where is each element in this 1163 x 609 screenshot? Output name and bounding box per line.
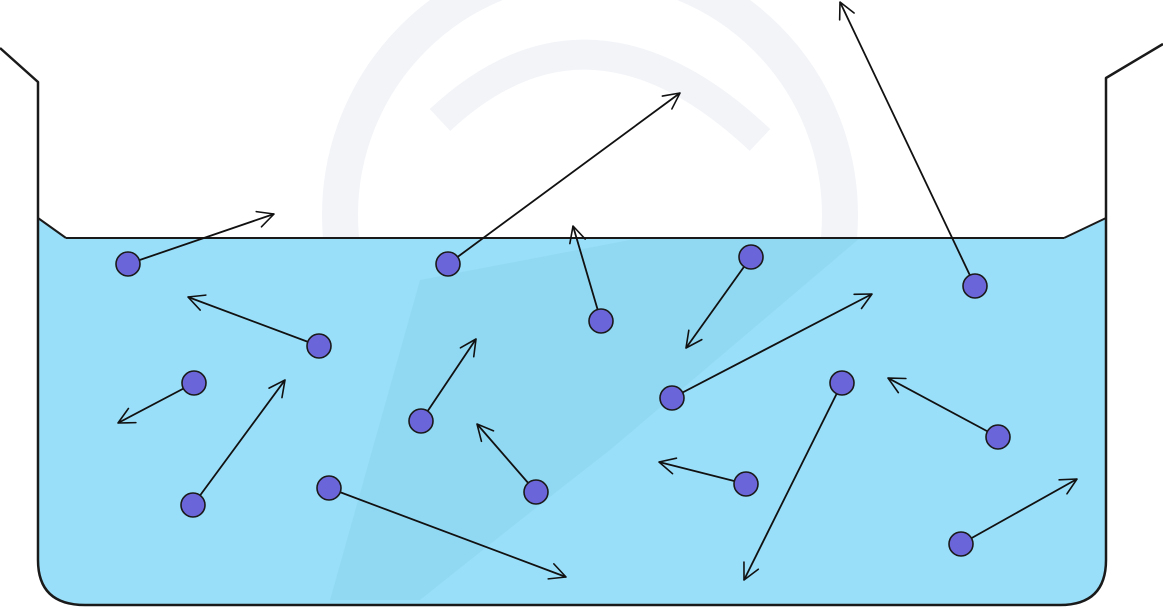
molecules-group xyxy=(115,1,1078,581)
molecule-m13 xyxy=(316,475,342,501)
velocity-arrow-m7 xyxy=(117,382,195,424)
molecule-m12 xyxy=(180,492,206,518)
molecule-m6 xyxy=(306,333,332,359)
velocity-arrow-m3 xyxy=(569,225,602,322)
velocity-arrow-m9 xyxy=(671,293,873,399)
liquid-reflection xyxy=(330,238,860,600)
velocity-arrow-m12 xyxy=(192,379,286,506)
container xyxy=(0,42,1163,607)
molecule-m1 xyxy=(115,251,141,277)
molecule-m5 xyxy=(962,273,988,299)
molecule-m16 xyxy=(948,531,974,557)
velocity-arrow-m6 xyxy=(187,294,320,347)
container-left-rim xyxy=(37,217,67,239)
velocity-arrow-m15 xyxy=(658,457,747,485)
molecule-m15 xyxy=(733,471,759,497)
molecule-m4 xyxy=(738,244,764,270)
velocity-arrow-m10 xyxy=(743,382,843,581)
molecule-m10 xyxy=(829,370,855,396)
velocity-arrow-m14 xyxy=(476,423,537,493)
velocity-arrow-m8 xyxy=(420,338,477,422)
molecule-m8 xyxy=(408,408,434,434)
velocity-arrow-m1 xyxy=(127,210,275,265)
container-right-rim xyxy=(1063,217,1107,239)
velocity-arrow-m5 xyxy=(838,1,976,287)
molecule-m9 xyxy=(659,385,685,411)
molecule-m3 xyxy=(588,308,614,334)
velocity-arrow-m4 xyxy=(685,256,752,349)
molecule-m2 xyxy=(435,251,461,277)
velocity-arrow-m13 xyxy=(328,487,567,580)
velocity-arrow-m11 xyxy=(887,377,999,438)
velocity-arrow-m2 xyxy=(447,92,681,265)
molecule-m14 xyxy=(523,479,549,505)
velocity-arrow-m16 xyxy=(960,478,1078,545)
molecule-m11 xyxy=(985,424,1011,450)
molecule-m7 xyxy=(181,370,207,396)
